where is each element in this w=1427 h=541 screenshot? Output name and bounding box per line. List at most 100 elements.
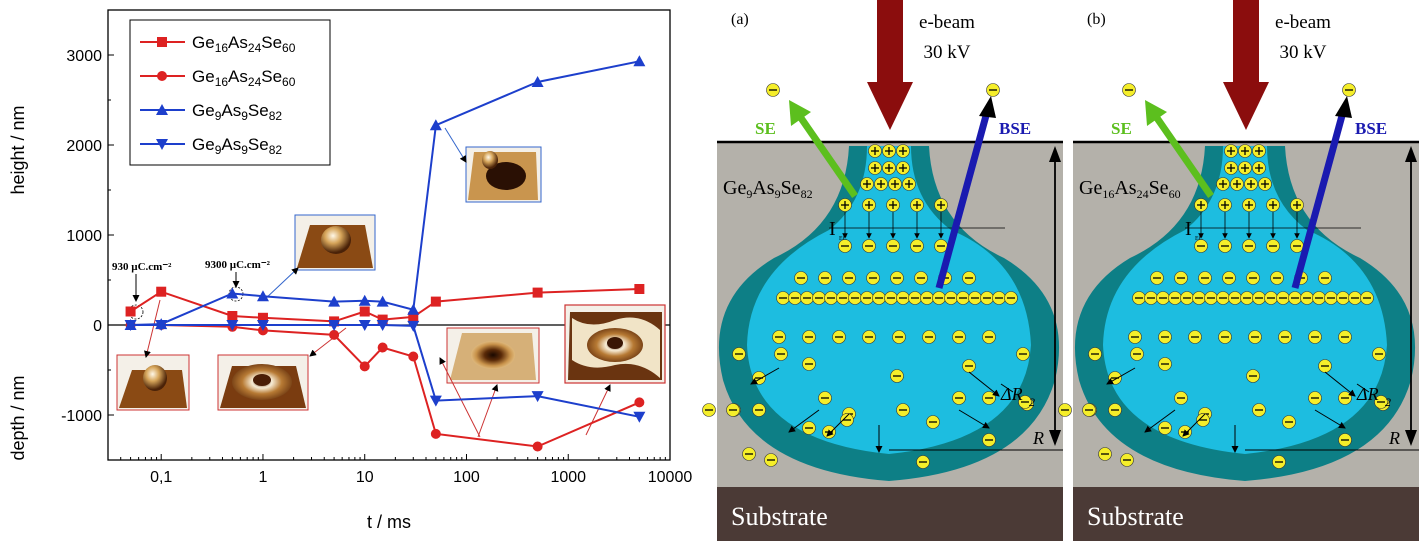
negative-charge	[1270, 271, 1284, 285]
pointer	[444, 127, 467, 163]
negative-charge	[824, 291, 838, 305]
negative-charge	[980, 291, 994, 305]
negative-charge	[1174, 271, 1188, 285]
legend-entry: Ge9As9Se82	[140, 135, 282, 157]
negative-charge	[764, 453, 778, 467]
series-layer	[124, 55, 646, 452]
positive-charge	[1244, 177, 1258, 191]
legend-entry: Ge16As24Se60	[140, 33, 296, 55]
series-ge16-height-point	[257, 312, 268, 323]
negative-charge	[962, 271, 976, 285]
expansion-arrow	[1182, 413, 1206, 437]
e-beam-shaft	[877, 0, 903, 84]
legend-element: Se	[261, 67, 282, 86]
negative-charge	[1218, 239, 1232, 253]
negative-charge	[926, 415, 940, 429]
negative-charge	[1240, 291, 1254, 305]
negative-charge	[1132, 291, 1146, 305]
series-ge9-depth-point	[633, 411, 646, 423]
negative-charge	[1252, 403, 1266, 417]
negative-charge	[884, 291, 898, 305]
legend-element: Se	[261, 33, 282, 52]
negative-charge	[1174, 391, 1188, 405]
voltage-label: 30 kV	[1280, 42, 1327, 63]
negative-charge	[944, 291, 958, 305]
radius-label: R	[1388, 428, 1400, 448]
negative-charge	[1156, 291, 1170, 305]
positive-charge	[1266, 198, 1280, 212]
negative-charge	[772, 330, 786, 344]
delta-r-label: ΔR	[1000, 384, 1023, 404]
positive-charge	[1242, 198, 1256, 212]
series-ge9-height-point	[429, 119, 442, 131]
negative-charge	[896, 403, 910, 417]
panel-label: (b)	[1087, 11, 1106, 28]
afm-inset-dome	[116, 354, 190, 411]
negative-charge	[1088, 347, 1102, 361]
negative-charge	[1246, 271, 1260, 285]
negative-charge	[822, 425, 836, 439]
x-axis-label: t / ms	[367, 512, 411, 532]
legend-subscript: 60	[282, 75, 296, 89]
series-ge16-height-point	[227, 311, 238, 321]
substrate-block	[717, 487, 1063, 541]
legend-element: As	[221, 101, 241, 120]
negative-charge	[726, 403, 740, 417]
pointer	[585, 384, 611, 436]
negative-charge	[742, 447, 756, 461]
negative-charge	[1252, 291, 1266, 305]
bse-label: BSE	[1355, 119, 1387, 138]
y-tick-label: 0	[93, 318, 102, 335]
positive-charge	[1238, 161, 1252, 175]
negative-charge	[1108, 403, 1122, 417]
positive-charge	[882, 161, 896, 175]
delta-r-label: ΔR	[1356, 384, 1379, 404]
series-ge16-depth-point	[532, 441, 543, 452]
negative-charge	[1144, 291, 1158, 305]
afm-inset-ring	[217, 354, 309, 411]
series-ge16-depth-point	[634, 397, 645, 408]
series-ge16-depth-point	[430, 428, 441, 439]
negative-charge	[1018, 395, 1032, 409]
positive-charge	[868, 161, 882, 175]
negative-charge	[1318, 359, 1332, 373]
legend-element: As	[228, 33, 248, 52]
formula-element: Ge	[723, 177, 746, 199]
y-tick-label: 1000	[66, 228, 102, 245]
series-ge9-height-point	[256, 290, 269, 302]
y-tick-label: 2000	[66, 138, 102, 155]
legend-marker	[157, 71, 167, 81]
negative-charge	[788, 291, 802, 305]
current-subscript: EC	[839, 236, 847, 242]
x-tick-label: 10000	[648, 469, 693, 486]
current-label: I	[1185, 218, 1192, 240]
negative-charge	[794, 271, 808, 285]
negative-charge	[1192, 291, 1206, 305]
negative-charge	[1288, 291, 1302, 305]
formula-subscript: 16	[1102, 187, 1114, 201]
y-tick-label: 3000	[66, 48, 102, 65]
positive-charge	[934, 198, 948, 212]
negative-charge	[982, 433, 996, 447]
current-arrows	[1185, 212, 1361, 239]
negative-charge	[1300, 291, 1314, 305]
series-ge9-height	[124, 55, 646, 330]
negative-charge	[1194, 239, 1208, 253]
negative-charge	[1218, 330, 1232, 344]
negative-charge	[890, 369, 904, 383]
positive-charge	[896, 161, 910, 175]
expansion-arrow	[750, 367, 780, 385]
positive-charge	[910, 198, 924, 212]
negative-charge	[1248, 330, 1262, 344]
negative-charge	[812, 291, 826, 305]
legend-marker	[156, 104, 168, 115]
expansion-arrow	[958, 409, 990, 429]
negative-charge	[1374, 395, 1388, 409]
substrate-label: Substrate	[731, 502, 828, 531]
positive-charge	[868, 144, 882, 158]
negative-charge	[818, 391, 832, 405]
legend-element: Ge	[192, 135, 215, 154]
legend-element: Se	[248, 135, 269, 154]
